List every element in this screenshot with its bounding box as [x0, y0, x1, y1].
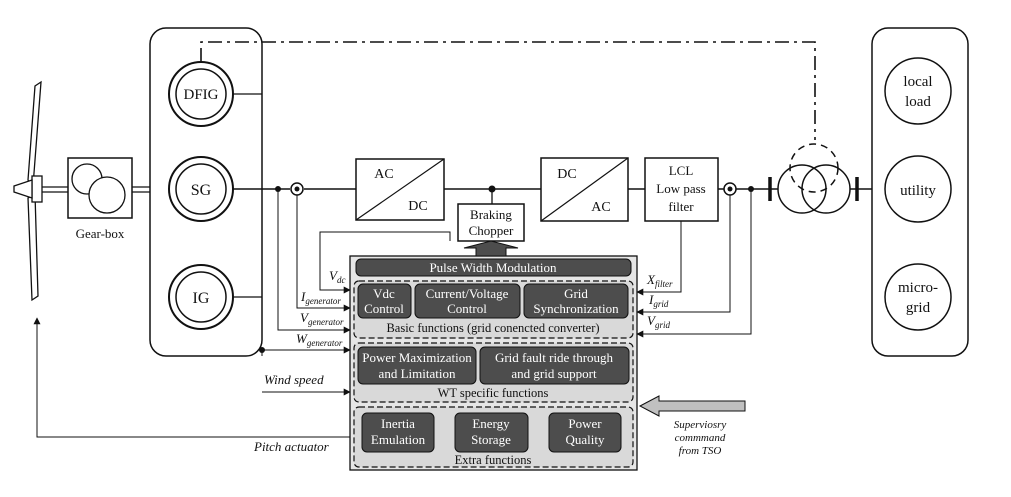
cv-line2: Control [447, 301, 487, 316]
pwm-bar [355, 258, 632, 277]
local-load: local load [884, 57, 952, 125]
fault-line1: Grid fault ride through [495, 350, 614, 365]
vgen-signal-line [277, 189, 351, 334]
ac-dc-converter: AC DC [355, 158, 445, 221]
energy-line1: Energy [472, 416, 510, 431]
vdc-signal-line [319, 231, 451, 294]
inertia-box [361, 412, 435, 453]
generator-sg: SG [168, 156, 234, 222]
local-load-line1: local [903, 74, 932, 90]
xfilter-signal-line [636, 221, 682, 296]
grid-sync-line1: Grid [564, 286, 588, 301]
dfig-rotor-link [200, 41, 816, 140]
microgrid-line2: grid [906, 300, 931, 316]
energy-storage-box [454, 412, 529, 453]
power-quality-box [548, 412, 622, 453]
vgen-signal-label: Vgenerator [300, 310, 344, 327]
bus-bars [768, 177, 859, 201]
microgrid-line1: micro- [898, 280, 938, 296]
quality-line2: Quality [566, 432, 605, 447]
local-load-line2: load [905, 94, 931, 110]
vdc-line1: Vdc [373, 286, 395, 301]
braking-chopper: Braking Chopper [457, 203, 525, 242]
xfilter-signal-label: Xfilter [646, 272, 673, 289]
wgen-signal-label: Wgenerator [296, 331, 343, 348]
power-max-line2: and Limitation [379, 366, 456, 381]
lcl-line3: filter [668, 199, 694, 214]
gearbox-label: Gear-box [76, 226, 125, 241]
wind-speed-label: Wind speed [264, 372, 324, 387]
quality-line1: Power [568, 416, 602, 431]
dcac-bottom-label: AC [591, 200, 610, 215]
lcl-line1: LCL [669, 163, 694, 178]
extra-functions-title: Extra functions [455, 453, 532, 467]
generator-ig: IG [168, 264, 234, 330]
wind-turbine-icon [13, 80, 68, 302]
braking-line1: Braking [470, 207, 512, 222]
igen-signal-line [296, 195, 351, 312]
acdc-bottom-label: DC [408, 199, 427, 214]
inertia-line1: Inertia [381, 416, 415, 431]
dcac-top-label: DC [557, 167, 576, 182]
igrid-signal-line [636, 195, 731, 316]
pwm-label: Pulse Width Modulation [429, 260, 557, 275]
vdc-control-box [357, 283, 412, 319]
ig-label: IG [193, 290, 210, 307]
basic-functions-title: Basic functions (grid conencted converte… [386, 321, 599, 335]
pitch-actuator-line [33, 317, 350, 438]
vgrid-signal-label: Vgrid [647, 313, 670, 330]
dfig-label: DFIG [183, 87, 218, 103]
fault-line2: and grid support [511, 366, 597, 381]
lcl-filter: LCL Low pass filter [644, 157, 719, 222]
vdc-signal-label: Vdc [329, 268, 345, 285]
igen-signal-label: Igenerator [300, 289, 341, 306]
inertia-line2: Emulation [371, 432, 426, 447]
fault-ride-box [479, 346, 630, 385]
braking-line2: Chopper [469, 223, 514, 238]
energy-line2: Storage [471, 432, 511, 447]
grid-sync-line2: Synchronization [533, 301, 619, 316]
vdc-line2: Control [364, 301, 404, 316]
utility: utility [884, 155, 952, 223]
supervisory-line1: Superviosry [674, 419, 727, 431]
micro-grid: micro- grid [884, 263, 952, 331]
power-max-line1: Power Maximization [362, 350, 472, 365]
generator-dfig: DFIG [168, 61, 234, 127]
pwm-up-arrow [463, 240, 519, 257]
cv-line1: Current/Voltage [426, 286, 509, 301]
current-voltage-box [414, 283, 521, 319]
supervisory-arrow-icon [638, 395, 746, 417]
gear-large-icon [88, 176, 126, 214]
igrid-signal-label: Igrid [648, 292, 669, 309]
supervisory-line3: from TSO [679, 445, 722, 457]
supervisory-line2: commmand [675, 432, 726, 444]
pitch-actuator-label: Pitch actuator [253, 439, 330, 454]
grid-sync-box [523, 283, 629, 319]
dc-ac-converter: DC AC [540, 157, 629, 222]
acdc-top-label: AC [374, 167, 393, 182]
vgrid-signal-line [636, 189, 752, 338]
transformer-icon [777, 143, 851, 214]
power-max-box [357, 346, 477, 385]
wt-functions-title: WT specific functions [438, 386, 549, 400]
utility-label: utility [900, 183, 936, 199]
sg-label: SG [191, 182, 212, 199]
lcl-line2: Low pass [656, 181, 705, 196]
gearbox: Gear-box [67, 157, 133, 241]
